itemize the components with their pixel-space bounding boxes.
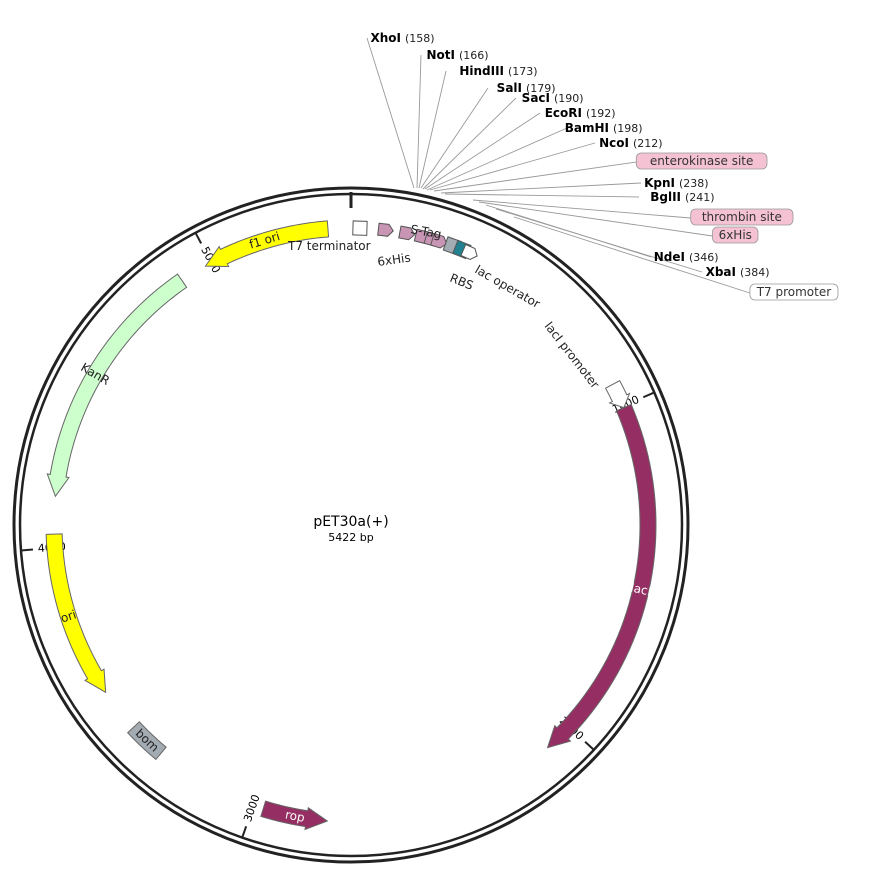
site-pos-ndei: (346) <box>689 251 719 264</box>
site-pos-ncoi: (212) <box>633 137 663 150</box>
feature-label-ori: ori <box>59 607 78 625</box>
site-pos-noti: (166) <box>459 49 489 62</box>
tick-2000 <box>584 740 595 751</box>
small-feature-s-tag <box>398 225 416 241</box>
tick-1000 <box>642 391 655 399</box>
site-box-label-t7-promoter: T7 promoter <box>756 285 832 299</box>
backbone-outer <box>12 186 690 864</box>
small-feature-group <box>352 220 478 261</box>
site-pos-xhoi: (158) <box>405 32 435 45</box>
small-feature-t7-promoter <box>460 243 478 261</box>
site-bglii: BglII <box>650 190 681 204</box>
site-sali: SalI <box>497 81 522 95</box>
site-xhoi: XhoI <box>370 31 401 45</box>
small-feature-6xhis <box>377 222 394 237</box>
site-pos-saci: (190) <box>554 92 584 105</box>
leader-bamhi <box>426 127 568 191</box>
site-kpni: KpnI <box>644 176 675 190</box>
label-laci-promoter: lacI promoter <box>542 319 603 391</box>
site-pos-ecori: (192) <box>586 107 616 120</box>
feature-ori <box>45 533 107 694</box>
label-rbs: RBS <box>448 271 475 293</box>
site-hindiii: HindIII <box>459 64 504 78</box>
site-noti: NotI <box>427 48 456 62</box>
leader-xhoi <box>366 37 415 189</box>
leader-ncoi <box>429 142 596 191</box>
site-pos-bglii: (241) <box>685 191 715 204</box>
site-ecori: EcoRI <box>545 106 582 120</box>
site-pos-sali: (179) <box>526 82 556 95</box>
leader-t7-promoter <box>513 216 751 294</box>
site-pos-hindiii: (173) <box>508 65 538 78</box>
feature-kanr <box>46 273 188 498</box>
leader-noti <box>416 54 422 189</box>
site-pos-bamhi: (198) <box>613 122 643 135</box>
site-saci: SacI <box>522 91 550 105</box>
site-bamhi: BamHI <box>565 121 609 135</box>
site-box-thrombin-site <box>690 208 794 226</box>
leader-thrombin-site <box>472 199 691 219</box>
site-box-enterokinase-site <box>635 152 768 170</box>
tick-5000 <box>194 232 203 244</box>
feature-laci-promoter <box>604 379 631 409</box>
feature-laci <box>546 403 657 749</box>
label-lac-operator: lac operator <box>473 262 543 311</box>
leader-saci <box>422 97 517 190</box>
leader-sali <box>420 87 489 189</box>
leader-ecori <box>424 112 541 190</box>
site-ndei: NdeI <box>654 250 685 264</box>
site-xbai: XbaI <box>706 265 736 279</box>
site-pos-xbai: (384) <box>740 266 770 279</box>
site-box-label-6xhis: 6xHis <box>719 228 752 242</box>
tick-3000 <box>241 825 248 838</box>
label-t7-terminator: T7 terminator <box>287 239 371 253</box>
leader-kpni <box>440 182 642 194</box>
leader-xbai <box>495 208 703 273</box>
small-feature-t7-terminator <box>352 220 368 236</box>
label-6xhis-feature: 6xHis <box>376 250 411 269</box>
site-box-6xhis <box>712 226 759 244</box>
site-box-t7-promoter <box>749 283 839 301</box>
feature-label-laci: lacI <box>629 580 652 598</box>
feature-bom <box>126 721 167 761</box>
site-box-label-thrombin-site: thrombin site <box>702 210 782 224</box>
site-ncoi: NcoI <box>599 136 629 150</box>
site-pos-kpni: (238) <box>679 177 709 190</box>
plasmid-length: 5422 bp <box>328 531 373 544</box>
small-feature-tag4 <box>430 232 448 249</box>
label-s-tag: S-Tag <box>409 222 442 241</box>
plasmid-title: pET30a(+) <box>313 514 388 530</box>
site-box-label-enterokinase-site: enterokinase site <box>650 154 753 168</box>
tick-4000 <box>20 548 34 552</box>
site-labels: XhoI(158)NotI(166)HindIII(173)SalI(179)S… <box>370 31 839 301</box>
leader-lines <box>366 37 751 294</box>
leader-6xhis <box>478 201 713 237</box>
leader-bglii <box>444 193 640 198</box>
feature-label-rop: rop <box>284 807 306 824</box>
feature-f1-ori <box>204 220 330 268</box>
tick-label-3000: 3000 <box>241 793 262 824</box>
feature-rop <box>260 800 329 831</box>
leader-hindiii <box>418 70 447 189</box>
leader-enterokinase-site <box>433 161 637 192</box>
